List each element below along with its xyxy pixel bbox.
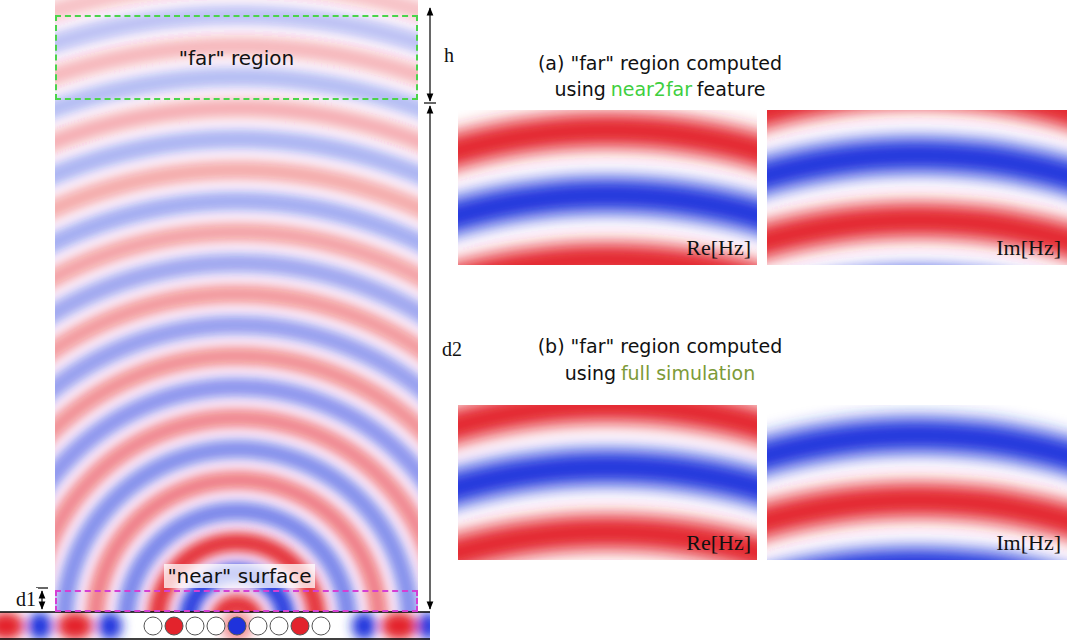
far-region-box: "far" region [55,15,418,100]
heading-line: (b) "far" region computed [538,335,783,357]
caption-line: using [555,78,606,100]
heading-line: usingfull simulation [565,362,756,384]
feature-name: near2far [611,78,692,100]
caption-line: feature [697,78,766,100]
caption-line: using [565,362,616,384]
dimension-label: d1 [14,588,38,611]
caption-line: (b) "far" region computed [538,335,783,357]
near-surface-box: "near" surface [55,590,418,612]
caption-line: (a) "far" region computed [538,52,782,74]
component-label: Re[Hz] [686,235,751,261]
field-panel: Im[Hz] [767,110,1067,265]
heading-line: (a) "far" region computed [538,52,782,74]
field-panel: Im[Hz] [767,405,1067,560]
feature-name: full simulation [621,362,755,384]
wave-field [55,0,418,612]
component-label: Im[Hz] [996,530,1061,556]
field-panel: Re[Hz] [458,405,757,560]
panel-fields [48,90,1069,640]
dimension-label: d2 [440,338,464,361]
component-label: Im[Hz] [996,235,1061,261]
field-panel: Re[Hz] [458,110,757,265]
dimension-label: h [442,44,456,67]
component-label: Re[Hz] [686,530,751,556]
heading-line: usingnear2farfeature [555,78,766,100]
region-label: "far" region [179,46,295,70]
waveguide [0,610,438,640]
dimension-lines [36,8,436,609]
region-label: "near" surface [164,564,314,588]
